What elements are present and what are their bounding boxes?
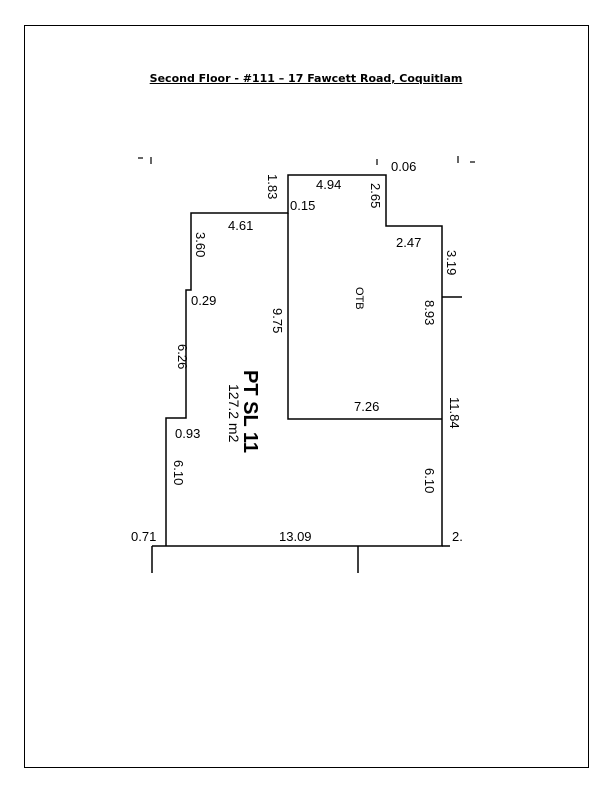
dim-0.15: 0.15 [290, 198, 315, 213]
edge-marks [138, 156, 475, 165]
dim-2.65: 2.65 [368, 183, 383, 208]
dim-6.10-left: 6.10 [171, 460, 186, 485]
dim-11.84: 11.84 [447, 397, 462, 429]
interior-boundary [287, 213, 442, 420]
dim-0.06: 0.06 [391, 159, 416, 174]
lot-name: PT SL 11 [239, 370, 261, 453]
otb-label: OTB [353, 287, 365, 310]
page-border [24, 25, 589, 768]
dim-3.19: 3.19 [444, 250, 459, 275]
unit-boundary [165, 174, 443, 547]
dim-4.61: 4.61 [228, 218, 253, 233]
dim-2: 2. [452, 529, 463, 544]
dim-7.26: 7.26 [354, 399, 379, 414]
dim-0.93: 0.93 [175, 426, 200, 441]
dim-3.60: 3.60 [193, 232, 208, 257]
dim-6.26: 6.26 [175, 344, 190, 369]
dim-0.71: 0.71 [131, 529, 156, 544]
dim-9.75: 9.75 [270, 308, 285, 333]
dim-4.94: 4.94 [316, 177, 341, 192]
dim-1.83: 1.83 [265, 174, 280, 199]
dim-2.47: 2.47 [396, 235, 421, 250]
dim-13.09: 13.09 [279, 529, 312, 544]
dim-8.93: 8.93 [422, 300, 437, 325]
dim-0.29: 0.29 [191, 293, 216, 308]
lot-area: 127.2 m2 [226, 384, 242, 443]
dim-6.10-right: 6.10 [422, 468, 437, 493]
page-title: Second Floor - #111 – 17 Fawcett Road, C… [149, 72, 463, 85]
plan-outline [151, 174, 462, 573]
